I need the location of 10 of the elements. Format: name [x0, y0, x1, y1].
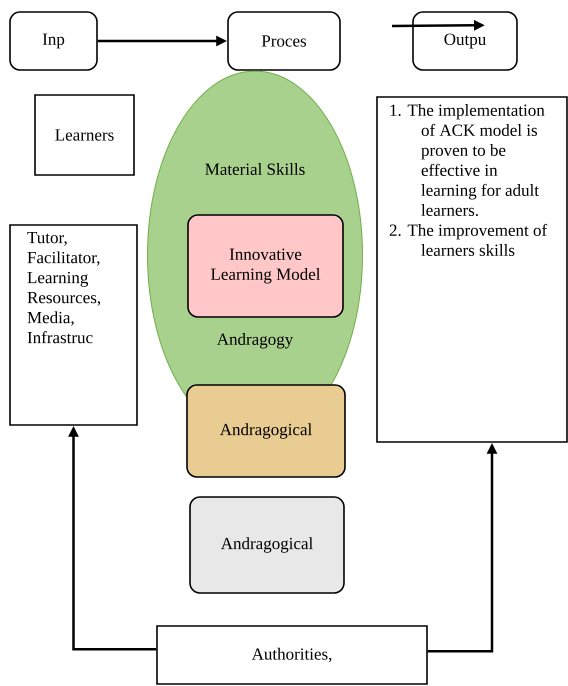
- rounded-box: Proces: [227, 11, 341, 71]
- text-box: Learners: [34, 94, 135, 176]
- rounded-box: Outpu: [412, 11, 518, 71]
- text-box: Authorities,: [156, 625, 428, 685]
- rounded-box: Andragogical: [186, 384, 346, 478]
- rounded-box: Innovative Learning Model: [187, 214, 344, 318]
- rounded-box: Andragogical: [189, 496, 345, 594]
- text-box: 1. The implementation of ACK model is proven to be effective in learning for adult learners. 2. The improvement of learners skills: [376, 96, 568, 443]
- text-box: Tutor, Facilitator, Learning Resources, Media, Infrastruc: [9, 224, 138, 426]
- rounded-box: Inp: [9, 11, 98, 71]
